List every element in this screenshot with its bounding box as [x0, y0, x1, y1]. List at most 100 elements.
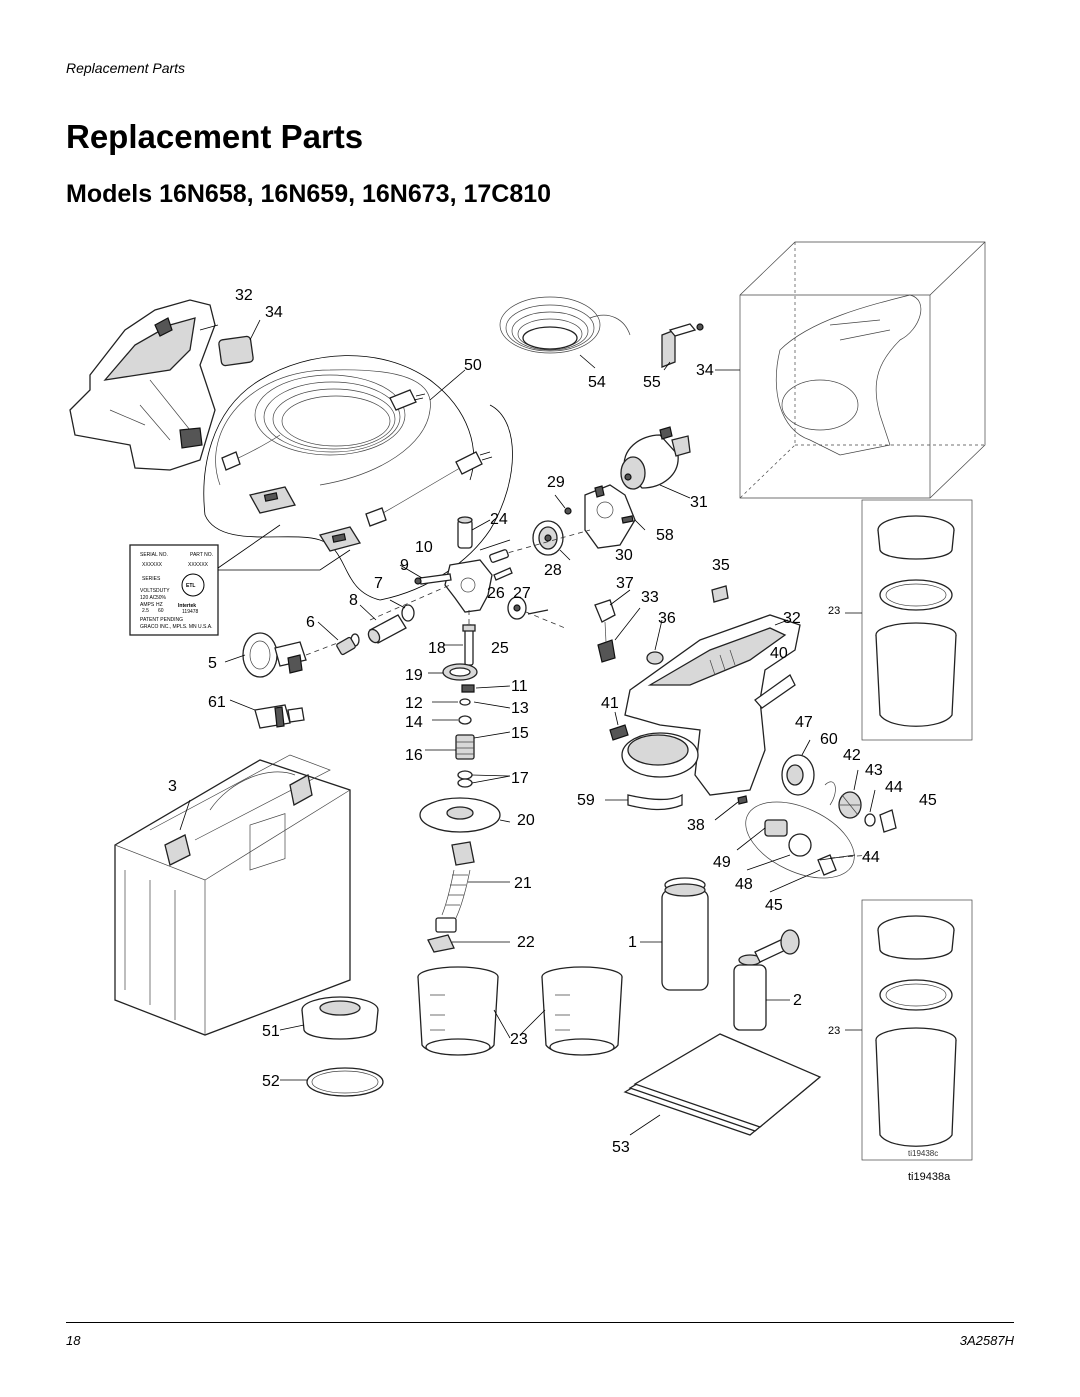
callout-22: 22 — [517, 934, 535, 951]
clip-35-part — [711, 585, 729, 603]
svg-text:SERIAL NO.: SERIAL NO. — [140, 552, 168, 558]
callout-60: 60 — [820, 731, 838, 748]
callout-50: 50 — [464, 357, 482, 374]
tip-45-part — [879, 809, 897, 833]
callout-53: 53 — [612, 1139, 630, 1156]
callout-44: 44 — [885, 779, 903, 796]
carry-case-part — [114, 754, 351, 1036]
fluid-housing-part — [414, 559, 493, 613]
callout-47: 47 — [795, 714, 813, 731]
callout-24: 24 — [490, 511, 508, 528]
callout-32: 32 — [235, 287, 253, 304]
cord-adapter-part — [318, 451, 493, 552]
callout-45b: 45 — [765, 897, 783, 914]
callout-40: 40 — [770, 645, 788, 662]
washer-44-part — [864, 813, 876, 827]
bracket-part — [661, 323, 704, 368]
o-ring-17-part — [457, 770, 473, 780]
motor-part — [620, 426, 691, 490]
svg-text:XXXXXX: XXXXXX — [188, 562, 209, 568]
sheets-part — [623, 1033, 822, 1136]
callout-58: 58 — [656, 527, 674, 544]
tip-guard-part — [242, 632, 307, 678]
spray-gun-body-part — [621, 614, 801, 796]
filter-part — [367, 614, 407, 644]
o-ring-14-part — [458, 715, 472, 725]
callout-61: 61 — [208, 694, 226, 711]
section-title: Models 16N658, 16N659, 16N673, 17C810 — [66, 180, 552, 208]
callout-3: 3 — [168, 778, 177, 795]
doc-number: 3A2587H — [959, 1333, 1014, 1348]
pin-38-part — [737, 795, 748, 805]
pump-housing-part — [554, 484, 636, 549]
callout-27: 27 — [513, 585, 531, 602]
callout-54: 54 — [588, 374, 606, 391]
callout-44b: 44 — [862, 849, 880, 866]
callout-7: 7 — [374, 575, 383, 592]
callout-1: 1 — [628, 934, 637, 951]
pin-part — [489, 549, 509, 563]
callout-23c: 23 — [828, 1025, 840, 1037]
callout-6: 6 — [306, 614, 315, 631]
filter-cap-part — [427, 934, 455, 953]
callout-51: 51 — [262, 1023, 280, 1040]
trigger-part — [594, 599, 616, 663]
intake-hose-part — [435, 841, 475, 933]
parts-drawing: SERIAL NO. PART NO. XXXXXX XXXXXX SERIES… — [69, 241, 986, 1183]
exploded-parts-diagram: SERIAL NO. PART NO. XXXXXX XXXXXX SERIES… — [50, 230, 1040, 1230]
svg-text:XXXXXX: XXXXXX — [142, 562, 163, 568]
callout-59: 59 — [577, 792, 595, 809]
svg-text:120 AC: 120 AC — [140, 595, 157, 601]
svg-text:VOLTS: VOLTS — [140, 588, 157, 594]
callout-43: 43 — [865, 762, 883, 779]
housing-half-part — [69, 299, 216, 471]
pad-part — [218, 335, 254, 367]
nozzle-part — [336, 636, 356, 656]
label-plate: SERIAL NO. PART NO. XXXXXX XXXXXX SERIES… — [129, 544, 219, 636]
disc-part — [419, 797, 501, 833]
callout-33: 33 — [641, 589, 659, 606]
callout-34: 34 — [265, 304, 283, 321]
callout-35: 35 — [712, 557, 730, 574]
callout-13: 13 — [511, 700, 529, 717]
footer-rule — [66, 1322, 1014, 1323]
screw-11-part — [461, 684, 475, 693]
callout-12: 12 — [405, 695, 423, 712]
callout-37: 37 — [616, 575, 634, 592]
callout-34b: 34 — [696, 362, 714, 379]
svg-text:PART NO.: PART NO. — [190, 552, 213, 558]
svg-text:SERIES: SERIES — [142, 576, 161, 582]
svg-text:PATENT PENDING: PATENT PENDING — [140, 617, 183, 623]
callout-20: 20 — [517, 812, 535, 829]
page-title: Replacement Parts — [66, 118, 364, 155]
check-valve-part — [507, 596, 527, 620]
svg-text:HZ: HZ — [156, 602, 163, 608]
callout-41: 41 — [601, 695, 619, 712]
front-housing-part — [781, 754, 815, 796]
svg-text:DUTY: DUTY — [156, 588, 170, 594]
callout-11: 11 — [511, 678, 528, 695]
callout-45: 45 — [919, 792, 937, 809]
screw-part — [621, 515, 634, 524]
callout-49: 49 — [713, 854, 731, 871]
callout-14: 14 — [405, 714, 423, 731]
callout-19: 19 — [405, 667, 423, 684]
callout-23a: 23 — [828, 605, 840, 617]
cup-inset-bottom — [861, 899, 973, 1161]
callout-15: 15 — [511, 725, 529, 742]
adjuster-knob-part — [838, 791, 862, 819]
bottle-2-part — [733, 929, 800, 1031]
callout-25: 25 — [491, 640, 509, 657]
callout-21: 21 — [514, 875, 532, 892]
clip-60-part — [824, 781, 836, 806]
callout-42: 42 — [843, 747, 861, 764]
power-cord-part — [215, 369, 431, 514]
callout-26: 26 — [487, 585, 505, 602]
callout-29: 29 — [547, 474, 565, 491]
callout-10: 10 — [415, 539, 433, 556]
running-header: Replacement Parts — [66, 60, 186, 76]
hose-coil-part — [499, 296, 631, 354]
callout-16: 16 — [405, 747, 423, 764]
svg-text:ETL: ETL — [186, 583, 195, 589]
paint-cup-part — [417, 966, 623, 1056]
